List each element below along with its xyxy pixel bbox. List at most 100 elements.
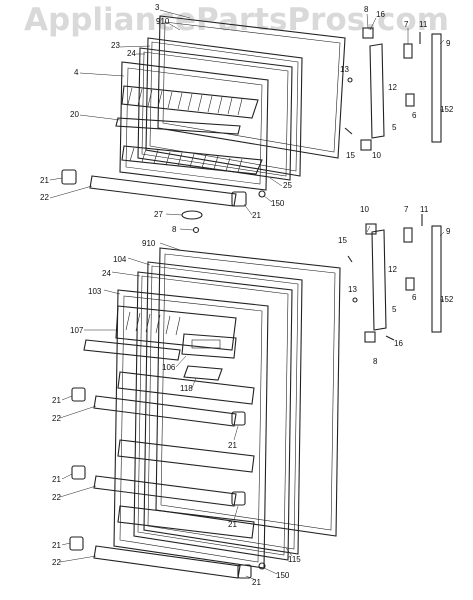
fresh-food-screw [258, 562, 266, 570]
callout: 11 [419, 20, 428, 29]
freezer-outer-door [157, 15, 346, 159]
freezer-handle-cap-top [362, 27, 374, 39]
callout: 9 [446, 227, 451, 236]
callout: 16 [394, 339, 403, 348]
callout: 24 [102, 269, 111, 278]
callout: 20 [70, 110, 79, 119]
callout: 23 [111, 41, 120, 50]
dairy-bar [83, 339, 181, 361]
egg-tray-compartment [115, 305, 237, 351]
callout: 152 [440, 105, 454, 114]
freezer-pin-15 [344, 127, 353, 135]
freezer-hinge-part [181, 210, 203, 220]
callout: 21 [228, 520, 237, 529]
callout: 8 [364, 5, 369, 14]
callout: 21 [52, 396, 61, 405]
callout: 24 [127, 49, 136, 58]
callout: 10 [360, 205, 369, 214]
freezer-screw [258, 190, 266, 198]
fresh-food-trim-strip [431, 225, 442, 333]
fresh-food-pin-15 [347, 255, 353, 263]
callout: 21 [228, 441, 237, 450]
leader-lines [49, 9, 445, 581]
callout: 4 [74, 68, 79, 77]
freezer-screw-13 [347, 77, 353, 83]
callout: 22 [52, 493, 61, 502]
callout: 21 [252, 578, 261, 587]
callout: 21 [40, 176, 49, 185]
fresh-food-handle [371, 229, 387, 331]
callout: 7 [404, 20, 409, 29]
callout-labels: 3 910 23 24 4 20 21 22 25 150 21 27 8 8 … [40, 3, 454, 587]
fresh-food-handle-end [364, 331, 376, 343]
callout: 3 [155, 3, 160, 12]
callout: 6 [412, 111, 417, 120]
callout: 152 [440, 295, 454, 304]
door-bar-1-cap-right [231, 411, 246, 426]
callout: 13 [348, 285, 357, 294]
callout: 25 [283, 181, 292, 190]
callout: 16 [376, 10, 385, 19]
freezer-handle-end [360, 139, 372, 151]
callout: 115 [288, 555, 301, 564]
callout: 910 [156, 17, 170, 26]
fresh-food-pin-16 [385, 335, 395, 341]
callout: 9 [446, 39, 451, 48]
callout: 21 [52, 475, 61, 484]
callout: 21 [52, 541, 61, 550]
freezer-bottom-bar [89, 175, 237, 207]
callout: 22 [40, 193, 49, 202]
door-bar-bottom-cap-right [237, 564, 252, 579]
callout: 150 [271, 199, 285, 208]
door-bar-bottom [93, 545, 241, 579]
callout: 27 [154, 210, 163, 219]
freezer-shelf-bar [115, 117, 241, 135]
freezer-end-cap-left [61, 169, 77, 185]
callout: 107 [70, 326, 84, 335]
door-bar-bottom-cap-left [69, 536, 84, 551]
freezer-clip-top [403, 43, 413, 59]
small-tray [183, 365, 223, 381]
freezer-clip-bottom [405, 93, 415, 107]
freezer-lower-rack [121, 145, 263, 175]
fresh-food-outer-door [155, 247, 341, 537]
fresh-food-clip-bottom [405, 277, 415, 291]
fresh-food-screw-13 [352, 297, 358, 303]
callout: 13 [340, 65, 349, 74]
freezer-handle [369, 43, 385, 139]
callout: 106 [162, 363, 176, 372]
callout: 6 [412, 293, 417, 302]
freezer-end-cap-right [231, 191, 247, 207]
freezer-screw-small [192, 226, 200, 234]
freezer-trim-strip [431, 33, 442, 143]
door-bar-2-cap-right [231, 491, 246, 506]
door-shelf-1 [117, 371, 255, 405]
door-bar-1-cap-left [71, 387, 86, 402]
callout: 21 [252, 211, 261, 220]
callout: 910 [142, 239, 156, 248]
door-shelf-2 [117, 439, 255, 473]
fresh-food-handle-cap-top [365, 223, 377, 235]
freezer-gasket [145, 37, 303, 177]
callout: 150 [276, 571, 290, 580]
callout: 12 [388, 265, 397, 274]
callout: 15 [338, 236, 347, 245]
callout: 15 [346, 151, 355, 160]
callout: 103 [88, 287, 102, 296]
callout: 8 [373, 357, 378, 366]
callout: 5 [392, 123, 397, 132]
callout: 8 [172, 225, 177, 234]
callout: 12 [388, 83, 397, 92]
callout: 5 [392, 305, 397, 314]
fresh-food-clip-top [403, 227, 413, 243]
door-bar-2 [93, 475, 237, 507]
dairy-door [181, 333, 237, 359]
callout: 22 [52, 558, 61, 567]
callout: 104 [113, 255, 127, 264]
fresh-food-door-assembly [69, 214, 442, 579]
callout: 118 [180, 384, 193, 393]
callout: 11 [420, 205, 429, 214]
freezer-liner [119, 61, 269, 191]
